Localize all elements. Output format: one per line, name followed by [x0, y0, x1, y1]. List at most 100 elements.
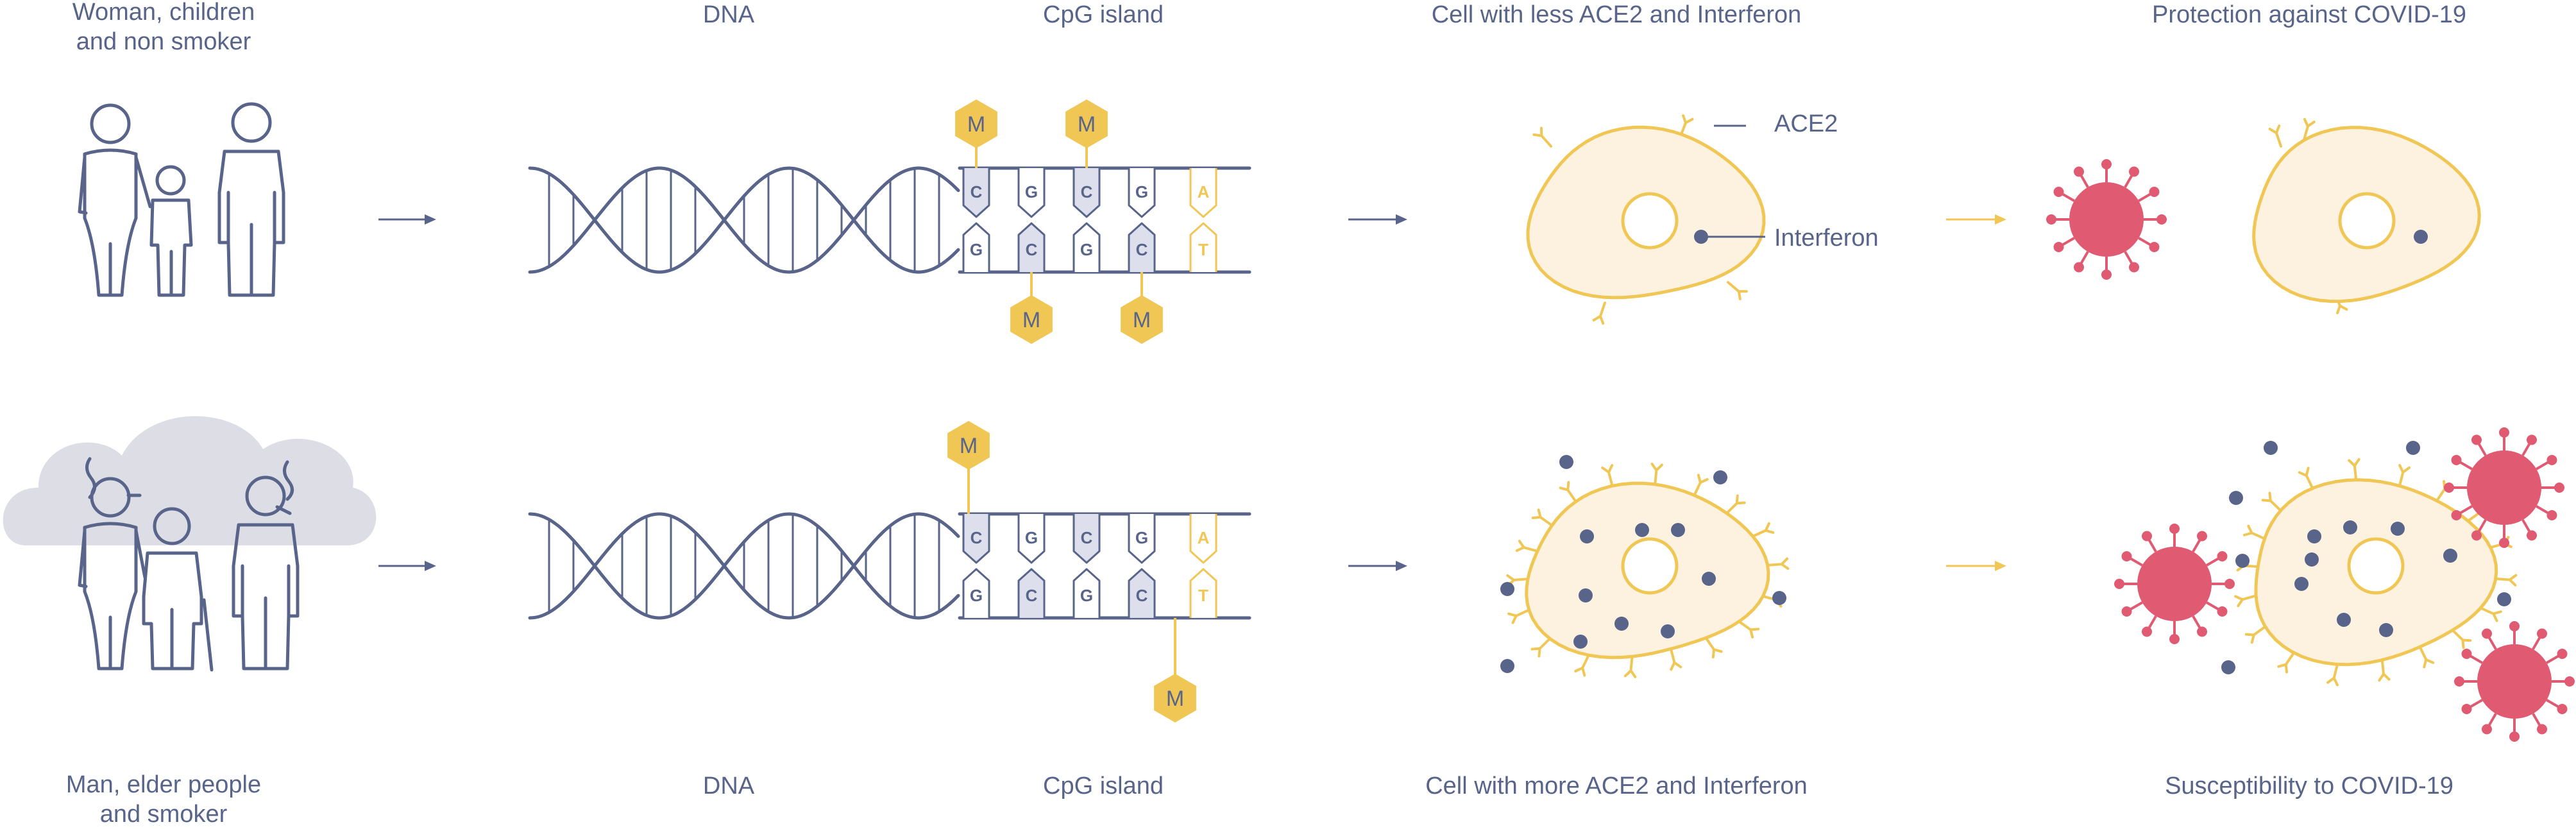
callout-lines	[1705, 124, 1765, 238]
interferon-dot	[1671, 523, 1685, 537]
arrow-top-2	[1348, 214, 1407, 225]
bottom-people-icon	[78, 457, 300, 672]
interferon-dot	[1635, 523, 1649, 537]
ace2-receptor	[1559, 481, 1577, 503]
cpg-base-lower	[962, 222, 990, 272]
methyl-label: M	[1078, 112, 1096, 137]
cell-nucleus	[1621, 192, 1679, 250]
ace2-receptor	[2298, 466, 2314, 490]
cpg-base-letter: G	[970, 240, 983, 259]
virus-icon	[2046, 159, 2167, 280]
cpg-base-letter: T	[1198, 240, 1208, 259]
interferon-dot	[1772, 591, 1786, 605]
arrow-bottom-3	[1946, 561, 2006, 571]
interferon-dot	[1713, 470, 1727, 484]
cpg-base-letter: C	[1026, 240, 1038, 259]
ace2-receptor	[1530, 637, 1552, 658]
methyl-hexagon: M	[955, 99, 997, 168]
methyl-label: M	[967, 112, 985, 137]
cpg-base-letter: G	[1135, 182, 1148, 201]
cpg-base-letter: C	[970, 182, 983, 201]
interferon-dot	[2379, 623, 2393, 637]
cpg-base-letter: G	[1025, 528, 1038, 547]
cpg-base-letter: C	[1136, 586, 1148, 605]
methyl-label: M	[1133, 308, 1151, 332]
ace2-receptor	[2242, 524, 2266, 540]
ace2-receptor	[2303, 117, 2316, 141]
interferon-dot	[1573, 635, 1588, 649]
cpg-base-letter: G	[1080, 240, 1093, 259]
bottom-outcome-label: Susceptibility to COVID-19	[2165, 773, 2453, 799]
interferon-dot	[2294, 577, 2309, 591]
cpg-base-upper	[1072, 168, 1101, 218]
arrow-top-1	[378, 214, 436, 225]
interferon-dot	[2229, 491, 2243, 505]
dna-strand-1	[528, 512, 960, 620]
interferon-dot	[2497, 592, 2511, 606]
cpg-base-lower	[1072, 222, 1101, 272]
cpg-base-letter: G	[1080, 586, 1093, 605]
dna-strand-2	[528, 512, 960, 620]
ace2-receptor	[1574, 654, 1590, 677]
ace2-receptor	[1515, 540, 1539, 553]
ace2-receptor	[1693, 474, 1709, 497]
methyl-label: M	[1166, 687, 1184, 711]
ace2-receptor	[2418, 645, 2435, 669]
cpg-base-lower	[962, 568, 990, 618]
arrow-top-3	[1946, 214, 2006, 225]
ace2-receptor	[2268, 124, 2282, 148]
ace2-receptor	[1727, 281, 1748, 300]
cpg-base-lower	[1128, 568, 1156, 618]
dna-strand-2	[528, 166, 960, 274]
interferon-dots	[1500, 230, 2511, 674]
dna-helix-top	[528, 166, 960, 274]
cpg-base-upper	[962, 168, 990, 218]
cpg-base-letter: C	[1026, 586, 1038, 605]
ace2-receptor	[1669, 647, 1682, 671]
arrow-bottom-1	[378, 561, 436, 571]
ace2-receptor	[2261, 491, 2282, 512]
cpg-base-letter: G	[1025, 182, 1038, 201]
interferon-dot	[2406, 441, 2420, 455]
ace2-receptor	[2494, 574, 2518, 586]
cells	[1506, 114, 2518, 687]
top-dna-label: DNA	[702, 1, 755, 28]
interferon-dot	[2305, 552, 2319, 567]
ace2-receptor	[2234, 594, 2258, 608]
cpg-base-upper	[1128, 168, 1156, 218]
cpg-base-lower	[1017, 568, 1046, 618]
interferon-label: Interferon	[1774, 225, 1879, 252]
cell-nucleus	[1621, 537, 1679, 595]
ace2-receptor	[1766, 557, 1790, 570]
top-cell-label: Cell with less ACE2 and Interferon	[1431, 1, 1802, 28]
ace2-receptor	[1507, 608, 1530, 624]
methyl-label: M	[960, 434, 978, 458]
ace2-receptor	[2398, 464, 2411, 488]
interferon-dot	[1580, 529, 1594, 543]
ace2-receptor	[1532, 126, 1552, 148]
cpg-base-upper	[962, 514, 990, 564]
interferon-dot	[2337, 613, 2351, 627]
methyl-label: M	[1022, 308, 1040, 332]
cpg-base-letter: A	[1198, 528, 1210, 547]
interferon-dot	[2264, 441, 2278, 455]
interferon-dot	[2443, 549, 2457, 563]
dna-strand-1	[528, 166, 960, 274]
cpg-base-letter: T	[1198, 586, 1208, 605]
bottom-cell-label: Cell with more ACE2 and Interferon	[1425, 773, 1808, 799]
cell-bottom-right	[2234, 458, 2518, 687]
interferon-dot	[2391, 522, 2405, 536]
cell-nucleus	[2338, 192, 2396, 250]
smoke-cloud	[3, 416, 377, 545]
methyl-groups: M M M M M M	[947, 99, 1196, 722]
cpg-base-letter: C	[1081, 528, 1093, 547]
interferon-dot	[2307, 529, 2321, 543]
cpg-base-lower	[1189, 222, 1217, 272]
virus-icon	[2114, 524, 2235, 644]
ace2-receptor	[1751, 522, 1775, 538]
cpg-base-upper	[1189, 514, 1217, 564]
cell-top-middle	[1526, 114, 1766, 325]
virus-icon	[2454, 621, 2575, 742]
